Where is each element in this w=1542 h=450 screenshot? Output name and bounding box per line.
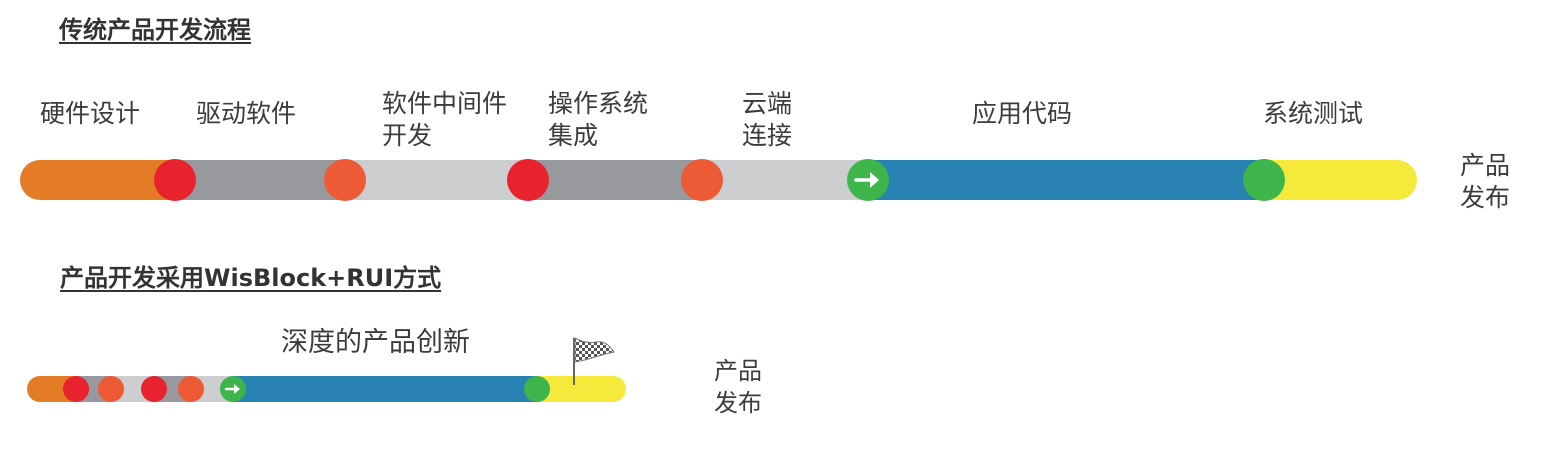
stage-label-driver: 驱动软件 — [196, 99, 297, 128]
arrow-right-icon — [847, 159, 889, 201]
innovation-tagline: 深度的产品创新 — [281, 327, 470, 358]
stage-label-hardware: 硬件设计 — [40, 99, 141, 128]
segment-cloud — [702, 160, 868, 200]
stage-label-middleware: 软件中间件 开发 — [382, 89, 508, 150]
milestone-node-green — [524, 376, 550, 402]
arrow-right-icon — [220, 376, 246, 402]
stage-label-test: 系统测试 — [1263, 99, 1364, 128]
segment-hardware — [20, 160, 190, 200]
milestone-node-orange — [98, 376, 124, 402]
checkered-flag-icon — [573, 337, 615, 385]
traditional-section-title: 传统产品开发流程 — [59, 16, 251, 44]
segment-app-short — [233, 376, 537, 402]
milestone-node-red — [63, 376, 89, 402]
milestone-node-red — [141, 376, 167, 402]
segment-os — [528, 160, 702, 200]
milestone-node-orange — [178, 376, 204, 402]
milestone-node-orange — [681, 159, 723, 201]
wisblock-end-label: 产品 发布 — [714, 357, 762, 417]
segment-app — [868, 160, 1264, 200]
stage-label-app: 应用代码 — [972, 99, 1073, 128]
traditional-end-label: 产品 发布 — [1460, 151, 1511, 212]
stage-label-os: 操作系统 集成 — [548, 89, 649, 150]
milestone-node-green — [1243, 159, 1285, 201]
milestone-node-red — [507, 159, 549, 201]
segment-middleware — [345, 160, 528, 200]
stage-label-cloud: 云端 连接 — [742, 89, 793, 150]
milestone-node-red — [154, 159, 196, 201]
milestone-node-orange — [324, 159, 366, 201]
segment-driver — [175, 160, 345, 200]
traditional-timeline-bar — [20, 159, 1417, 201]
wisblock-section-title: 产品开发采用WisBlock+RUI方式 — [60, 264, 442, 292]
wisblock-timeline-bar — [27, 376, 626, 402]
